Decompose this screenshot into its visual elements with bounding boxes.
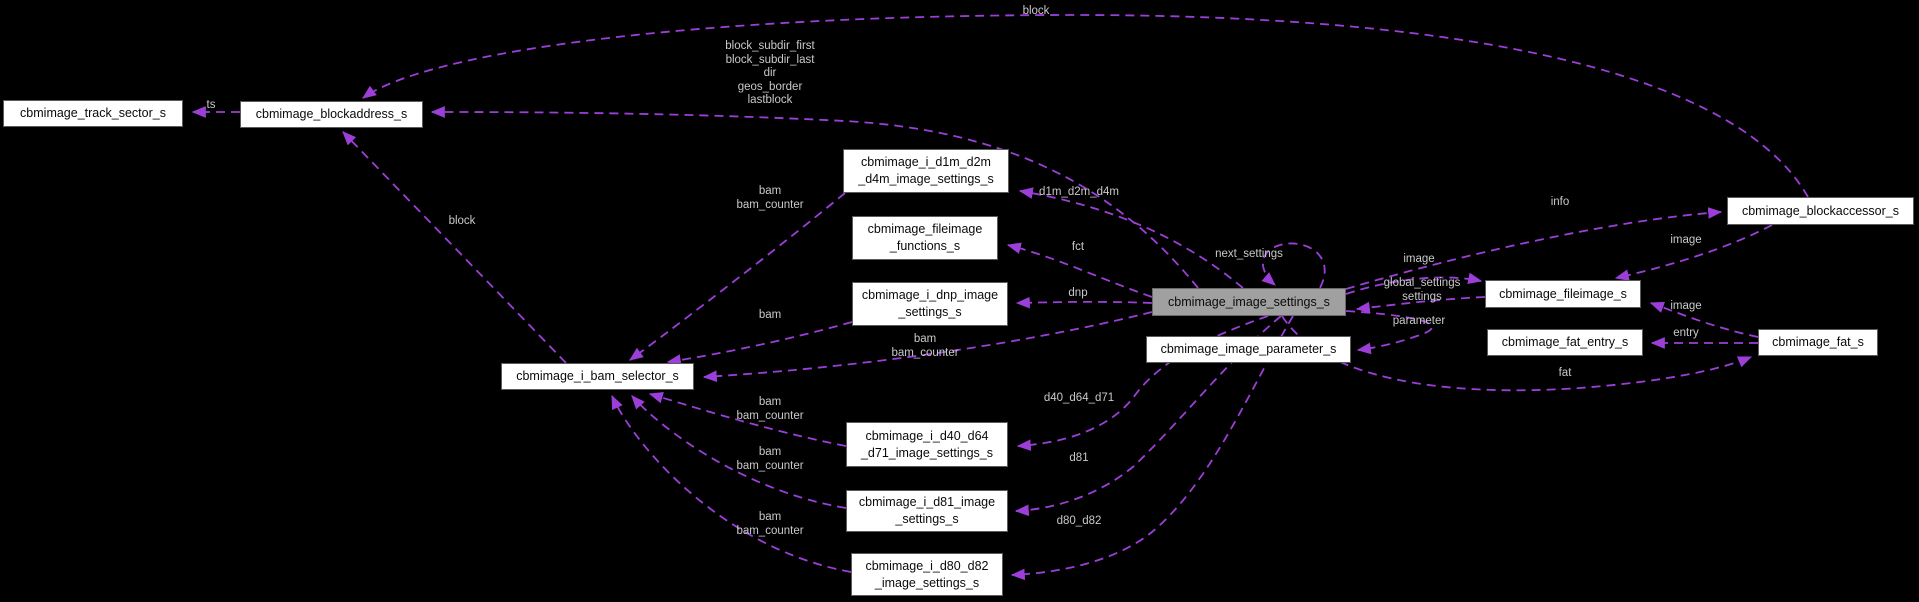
edge-members-blockaddress	[430, 106, 1199, 289]
node-cbmimage-blockaccessor-s[interactable]: cbmimage_blockaccessor_s	[1727, 197, 1914, 225]
edge-next-settings-loop	[1261, 242, 1326, 289]
node-cbmimage-image-settings-s[interactable]: cbmimage_image_settings_s	[1152, 288, 1346, 316]
edge-fct	[1006, 242, 1153, 298]
edge-d80-loop	[1010, 315, 1294, 581]
edge-d40-loop	[1016, 315, 1269, 451]
edge-global-settings	[1355, 296, 1486, 314]
edge-image-blockaccessor-fileimage	[1614, 224, 1773, 281]
edge-parameter	[1345, 310, 1433, 355]
node-cbmimage-track-sector-s[interactable]: cbmimage_track_sector_s	[3, 100, 183, 127]
node-cbmimage-i-d40-d64-d71-image-settings-s[interactable]: cbmimage_i_d40_d64 _d71_image_settings_s	[846, 422, 1008, 467]
edge-bam-d40	[648, 392, 847, 447]
node-cbmimage-fileimage-s[interactable]: cbmimage_fileimage_s	[1485, 280, 1641, 308]
node-cbmimage-blockaddress-s[interactable]: cbmimage_blockaddress_s	[240, 101, 423, 128]
edge-bam-d80	[611, 394, 852, 573]
node-cbmimage-fat-s[interactable]: cbmimage_fat_s	[1758, 329, 1878, 356]
node-cbmimage-i-d81-image-settings-s[interactable]: cbmimage_i_d81_image _settings_s	[846, 490, 1008, 532]
edge-image-fat-fileimage	[1649, 301, 1759, 338]
node-cbmimage-image-parameter-s[interactable]: cbmimage_image_parameter_s	[1146, 336, 1351, 363]
node-cbmimage-i-d80-d82-image-settings-s[interactable]: cbmimage_i_d80_d82 _image_settings_s	[851, 553, 1003, 596]
edge-d81-loop	[1014, 315, 1282, 517]
edge-bam-dnp	[666, 321, 853, 366]
edge-d1m	[1018, 187, 1244, 289]
edge-info	[1345, 207, 1723, 290]
edge-image-settings-fileimage	[1345, 272, 1483, 295]
edge-block-left	[342, 131, 567, 364]
edge-bam-d81	[631, 395, 847, 509]
node-cbmimage-fileimage-functions-s[interactable]: cbmimage_fileimage _functions_s	[852, 216, 998, 260]
edge-block-top	[362, 14, 1809, 198]
edge-bam-d1m	[629, 192, 846, 361]
node-cbmimage-i-d1m-d2m-d4m-image-settings-s[interactable]: cbmimage_i_d1m_d2m _d4m_image_settings_s	[843, 149, 1009, 193]
node-cbmimage-fat-entry-s[interactable]: cbmimage_fat_entry_s	[1487, 329, 1643, 356]
edge-bam-settings	[702, 311, 1153, 383]
node-cbmimage-i-dnp-image-settings-s[interactable]: cbmimage_i_dnp_image _settings_s	[852, 282, 1008, 326]
node-cbmimage-i-bam-selector-s[interactable]: cbmimage_i_bam_selector_s	[501, 363, 694, 390]
edge-dnp	[1015, 296, 1153, 309]
